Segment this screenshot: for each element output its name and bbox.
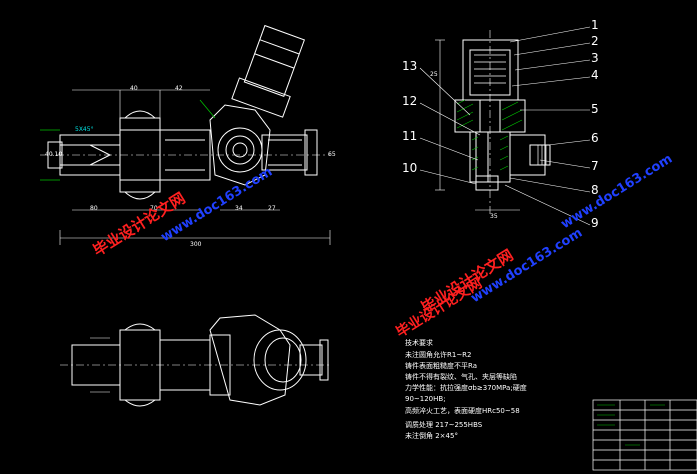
dim-text: 70 xyxy=(150,205,158,212)
note-line: 调质处理 217~255HBS xyxy=(405,421,483,429)
right-section-view xyxy=(435,30,551,215)
note-line: 铸件表面粗糙度不平Ra xyxy=(405,362,477,370)
note-line: 未注圆角允许R1~R2 xyxy=(405,351,472,359)
bottom-left-view xyxy=(60,314,330,407)
dim-text: 34 xyxy=(235,205,243,212)
title-block xyxy=(592,399,697,471)
title-block-fill xyxy=(597,404,665,446)
dim-text: 65 xyxy=(328,151,336,158)
balloon-4: 4 xyxy=(591,68,599,82)
notes-title: 技术要求 xyxy=(405,339,433,347)
balloon-9: 9 xyxy=(591,216,599,230)
dim-text: 27 xyxy=(268,205,276,212)
note-line: 力学性能：抗拉强度σb≥370MPa;硬度 xyxy=(405,384,527,392)
balloon-12: 12 xyxy=(402,94,418,108)
dim-text: 35 xyxy=(490,213,498,220)
note-line: 铸件不得有裂纹、气孔、夹层等缺陷 xyxy=(405,373,517,381)
dim-text: 40 xyxy=(130,85,138,92)
dim-text: 42 xyxy=(175,85,183,92)
top-left-accents xyxy=(40,99,216,181)
balloon-1: 1 xyxy=(591,18,599,32)
balloon-7: 7 xyxy=(591,159,599,173)
balloon-leaders xyxy=(419,26,591,226)
dim-text: 5X45° xyxy=(75,126,94,133)
note-line: 90~120HB; xyxy=(405,395,446,403)
balloon-10: 10 xyxy=(402,161,418,175)
balloon-8: 8 xyxy=(591,183,599,197)
note-line: 未注倒角 2×45° xyxy=(405,432,458,440)
top-left-assembly-view xyxy=(40,24,331,245)
dim-text: 300 xyxy=(190,241,202,248)
balloon-2: 2 xyxy=(591,34,599,48)
balloon-11: 11 xyxy=(402,129,418,143)
balloon-3: 3 xyxy=(591,51,599,65)
note-line: 高频淬火工艺，表面硬度HRc50~58 xyxy=(405,407,520,415)
right-section-hatching xyxy=(456,99,523,171)
dim-text: 40.10 xyxy=(45,151,63,158)
balloon-6: 6 xyxy=(591,131,599,145)
balloon-5: 5 xyxy=(591,102,599,116)
balloon-13: 13 xyxy=(402,59,418,73)
dim-text: 25 xyxy=(430,71,438,78)
dim-text: 80 xyxy=(90,205,98,212)
